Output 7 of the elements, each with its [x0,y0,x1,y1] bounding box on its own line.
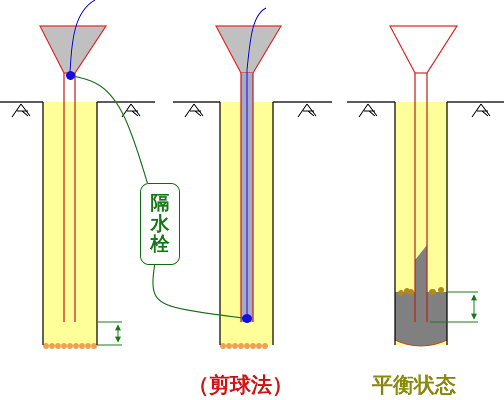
leader-line [152,264,242,318]
label-text: 隔水栓 [150,192,170,256]
label-box [140,183,180,265]
plug-ball [66,71,75,80]
leader-line [74,76,148,184]
caption-text: 平衡状态 [372,371,456,399]
caption-text: （剪球法） [188,371,293,399]
